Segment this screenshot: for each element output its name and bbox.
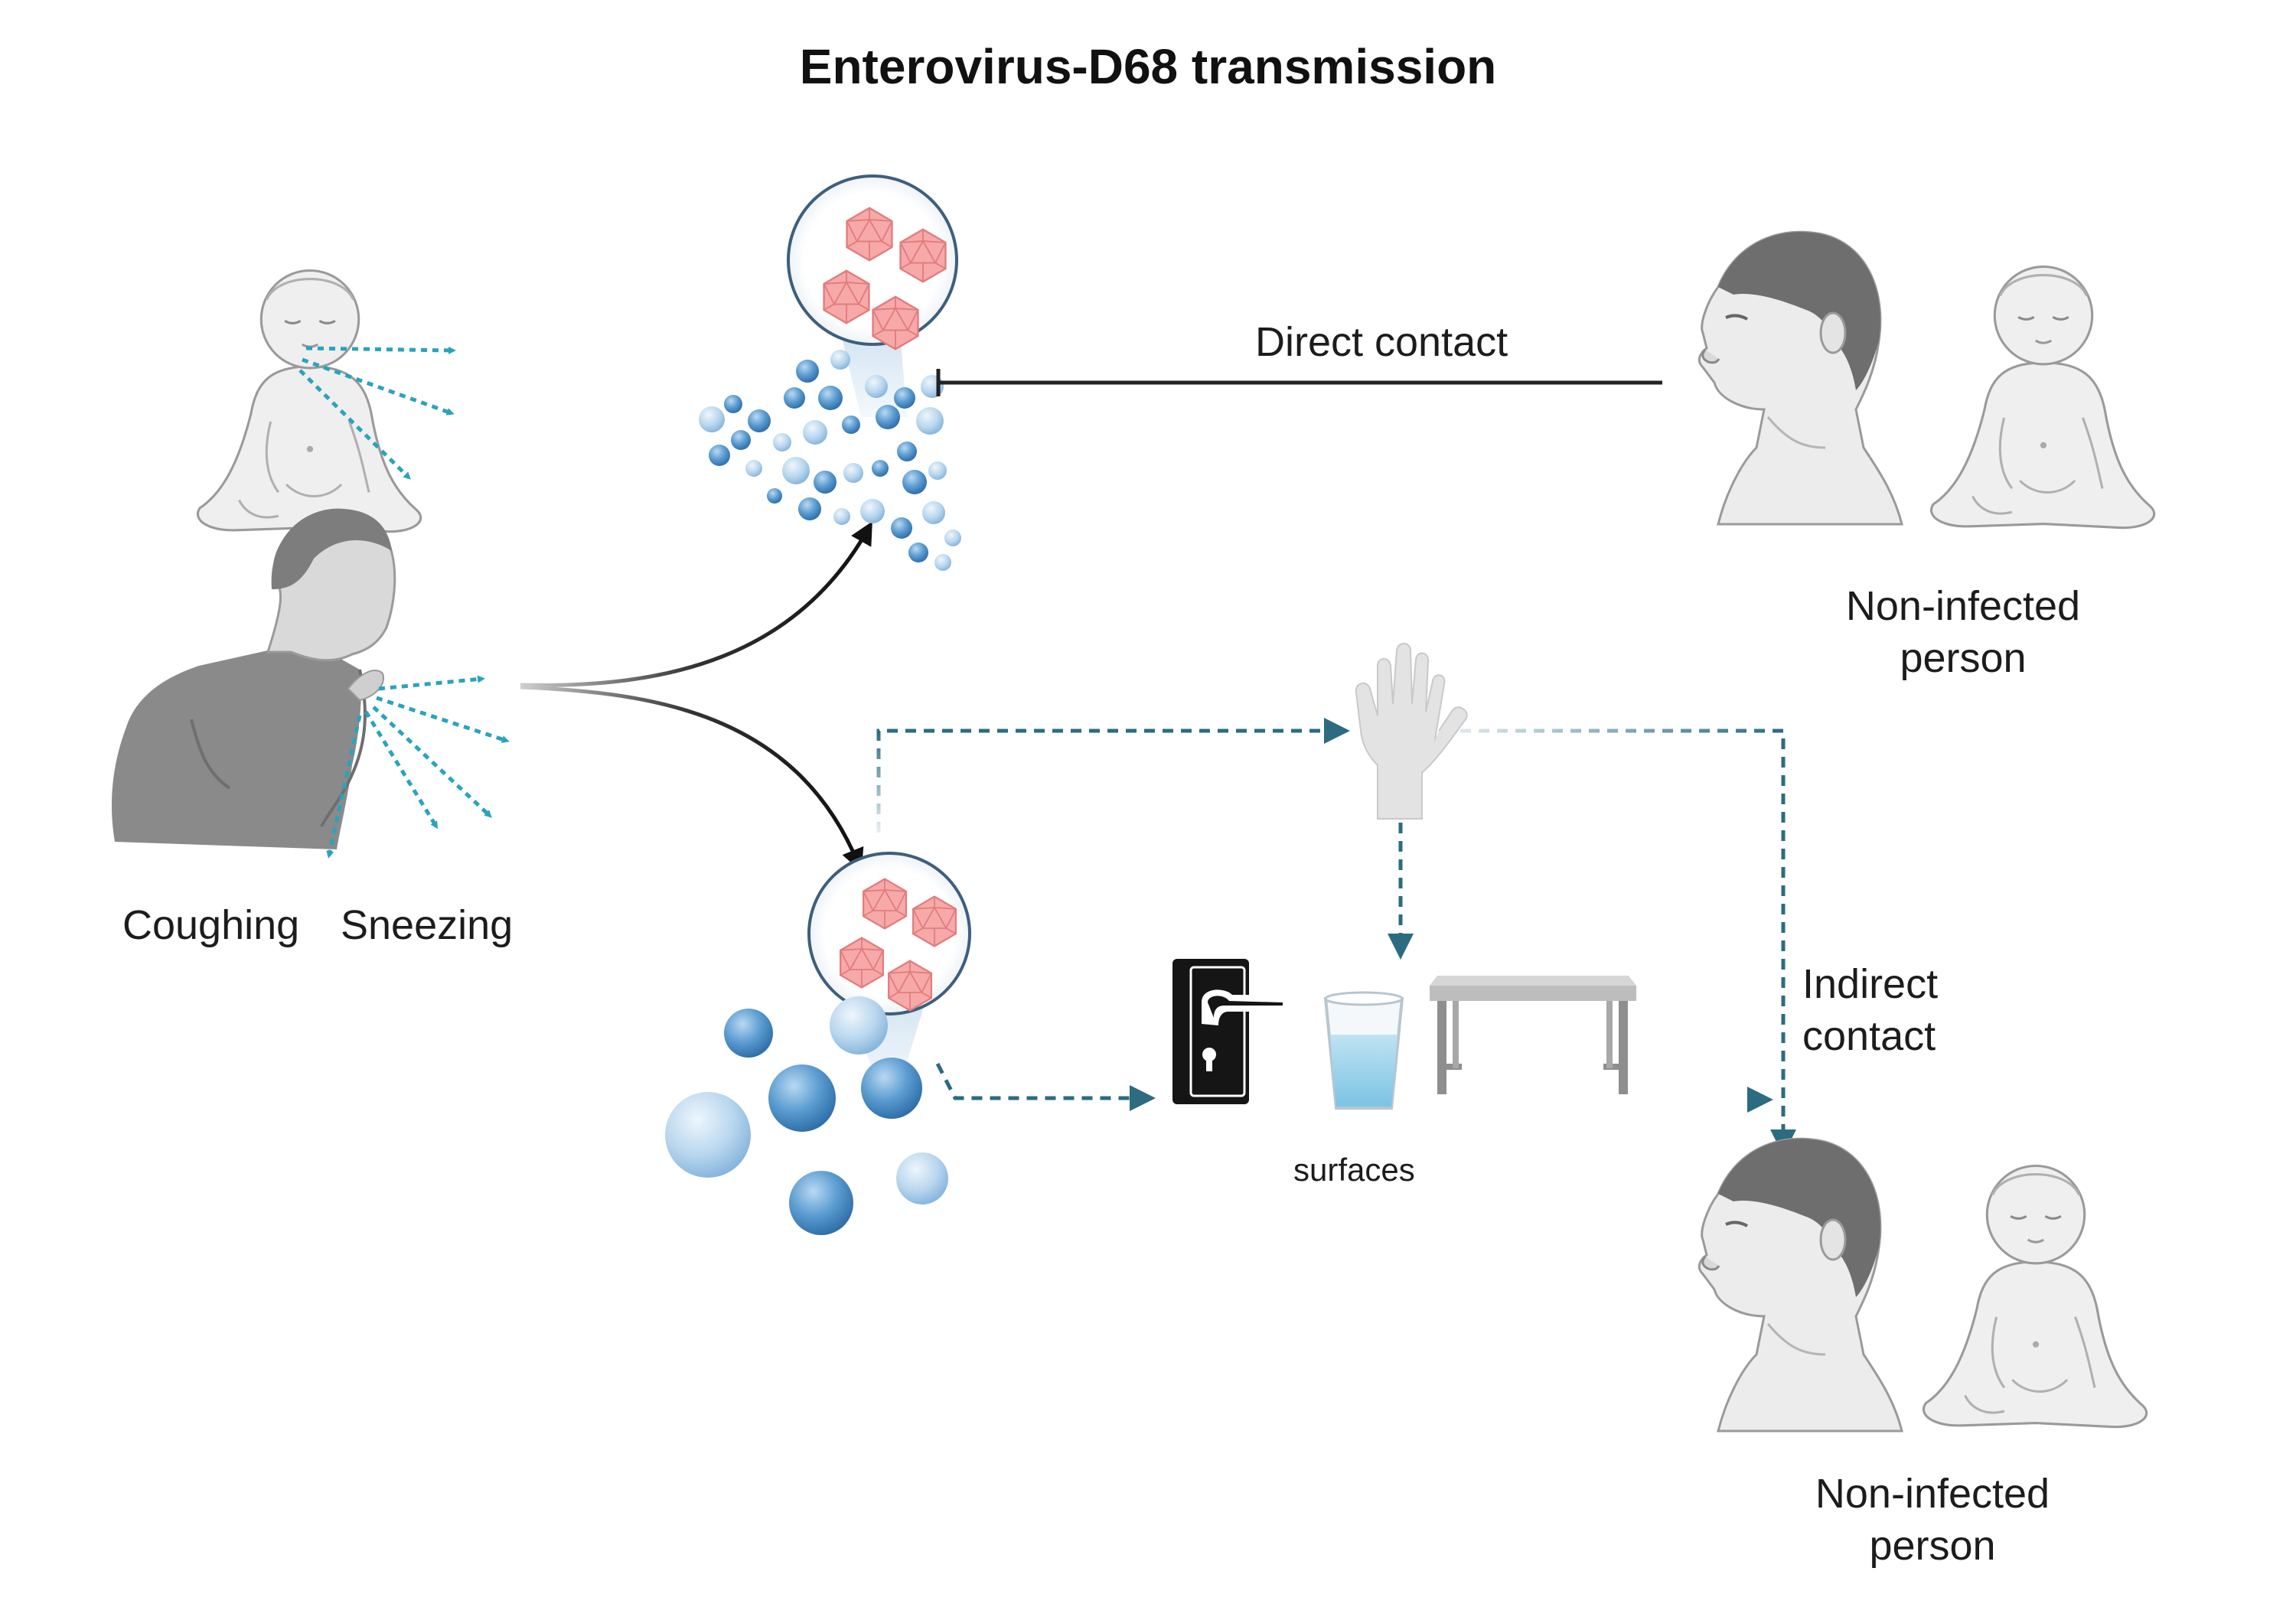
non-infected-line1: Non-infected	[1845, 583, 2081, 629]
man-head-icon	[1699, 1139, 1902, 1431]
non-infected-line2: person	[1869, 1523, 1996, 1569]
door-handle-icon	[1172, 959, 1292, 1104]
non-infected-label-bottom: Non-infected person	[1756, 1468, 2108, 1572]
surfaces-label: surfaces	[1293, 1152, 1415, 1188]
top-droplet-cloud	[699, 350, 961, 571]
table-icon	[1430, 976, 1636, 1094]
baby-icon	[1922, 1164, 2148, 1429]
baby-spray-lines	[298, 346, 456, 480]
cough-spray-lines	[326, 675, 510, 859]
non-infected-label-top: Non-infected person	[1787, 580, 2139, 684]
non-infected-line1: Non-infected	[1815, 1471, 2050, 1517]
bottom-droplet-cloud	[665, 996, 948, 1235]
indirect-arrows	[876, 718, 1796, 1156]
indirect-line1: Indirect	[1802, 961, 1939, 1007]
spread-arrows	[520, 521, 872, 872]
baby-icon	[1929, 265, 2156, 530]
diagram-title: Enterovirus-D68 transmission	[799, 39, 1497, 94]
indirect-line2: contact	[1802, 1013, 1936, 1059]
droplets-icon	[699, 174, 961, 571]
droplets-icon	[665, 852, 971, 1235]
hand-icon	[1355, 643, 1468, 820]
direct-contact-label: Direct contact	[1255, 319, 1508, 365]
direct-contact-line	[936, 369, 1662, 396]
coughing-man-icon	[111, 508, 396, 849]
man-head-icon	[1699, 232, 1902, 524]
infected-baby-icon	[196, 269, 422, 533]
water-glass-icon	[1323, 991, 1404, 1110]
non-infected-line2: person	[1900, 635, 2027, 681]
indirect-contact-label: Indirect contact	[1802, 958, 1938, 1062]
sneezing-label: Sneezing	[341, 902, 514, 948]
coughing-label: Coughing	[122, 902, 300, 948]
